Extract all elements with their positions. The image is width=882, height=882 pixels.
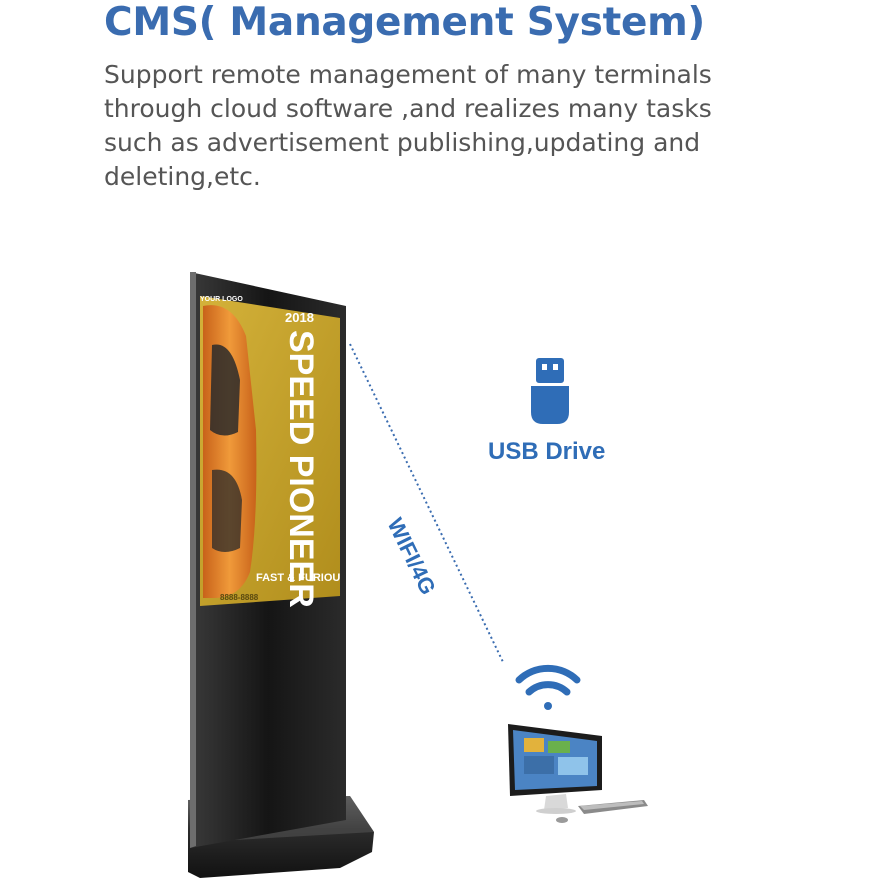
poster-headline: SPEED PIONEER bbox=[282, 330, 320, 608]
poster-logo-text: YOUR LOGO bbox=[200, 296, 243, 303]
poster-tagline: FAST & FURIOU bbox=[256, 572, 340, 584]
poster-year: 2018 bbox=[285, 310, 314, 325]
usb-drive-label: USB Drive bbox=[488, 438, 606, 465]
usb-drive-icon bbox=[531, 358, 569, 424]
wireless-connection-line bbox=[349, 343, 504, 663]
poster-phone: 8888-8888 bbox=[220, 593, 259, 602]
wifi-icon bbox=[515, 664, 581, 710]
page-description: Support remote management of many termin… bbox=[104, 60, 712, 191]
computer-monitor-icon bbox=[508, 724, 648, 823]
page-title: CMS( Management System) bbox=[104, 0, 705, 45]
kiosk-display: YOUR LOGO 2018 SPEED PIONEER FAST & FURI… bbox=[190, 272, 346, 848]
